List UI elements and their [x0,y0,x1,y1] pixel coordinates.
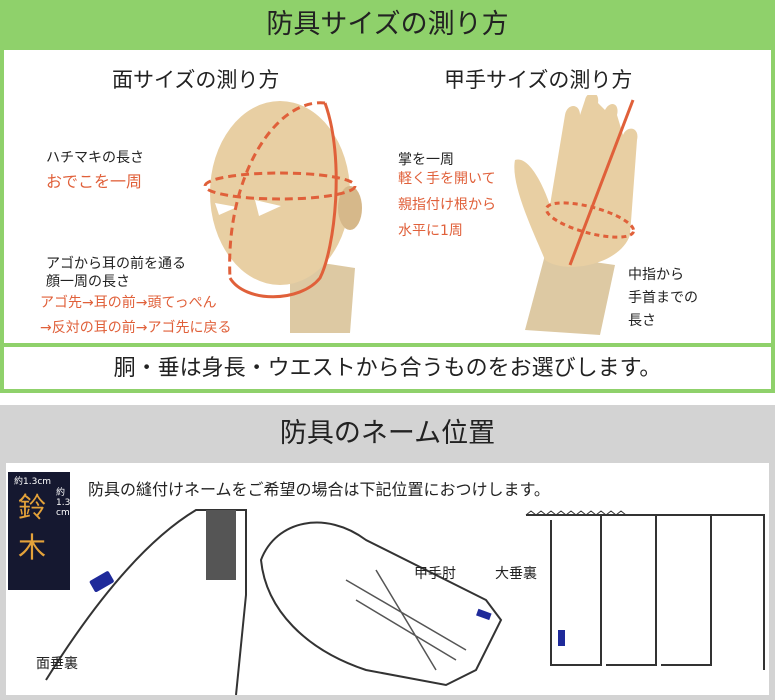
men-heading: 面サイズの測り方 [112,68,280,92]
label-ohdare: 大垂裏 [495,566,537,582]
palm-desc-3: 水平に1周 [398,223,463,239]
ohdare-drawing [526,514,765,670]
head-illustration [203,101,362,333]
men-dare-drawing [45,509,247,695]
name-tag-position [89,571,114,592]
face-desc-1: アゴ先→耳の前→頭てっぺん [40,295,217,311]
length-1: 中指から [628,267,684,283]
kote-drawing [259,521,503,687]
hand-illustration [514,95,638,335]
width-label: 約1.3cm [14,477,52,487]
label-kote-hiji: 甲手肘 [414,566,456,582]
face-label-2: 顔一周の長さ [46,274,130,290]
length-3: 長さ [628,313,656,329]
name-section-title: 防具のネーム位置 [279,418,496,449]
armor-illustrations [45,509,765,695]
face-desc-2: →反対の耳の前→アゴ先に戻る [40,320,232,336]
size-section [0,0,775,393]
name-char: 鈴 [18,491,47,524]
label-men-dare: 面垂裏 [36,656,78,672]
name-char: 木 [18,531,47,564]
size-section-title: 防具サイズの測り方 [0,0,775,50]
face-label-1: アゴから耳の前を通る [46,256,186,272]
length-2: 手首までの [628,290,698,306]
hachimaki-desc: おでこを一周 [46,172,143,191]
hachimaki-label: ハチマキの長さ [46,150,144,166]
size-note: 胴・垂は身長・ウエストから合うものをお選びします。 [4,343,771,389]
palm-label: 掌を一周 [398,152,454,168]
palm-desc-1: 軽く手を開いて [398,171,496,187]
kote-heading: 甲手サイズの測り方 [444,68,633,92]
name-section-body [6,463,769,695]
palm-desc-2: 親指付け根から [398,197,496,213]
name-description: 防具の縫付けネームをご希望の場合は下記位置におつけします。 [88,480,550,499]
